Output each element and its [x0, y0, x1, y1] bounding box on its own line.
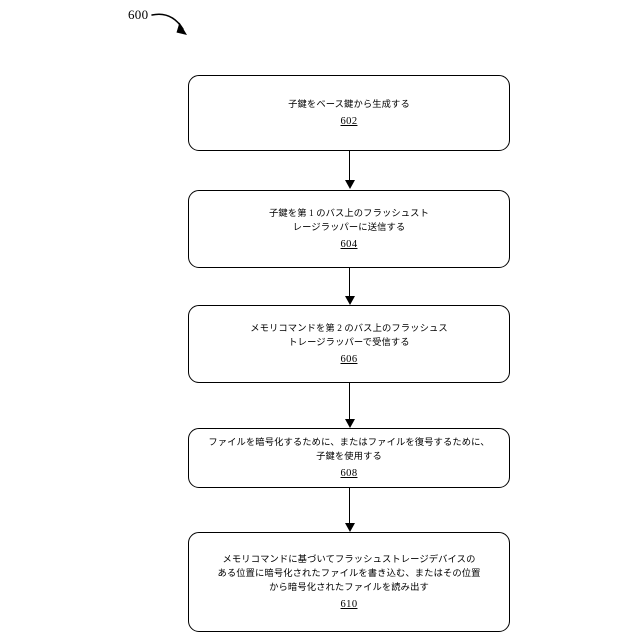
- curved-arrow-icon: [151, 13, 187, 35]
- figure-number-label: 600: [128, 7, 149, 22]
- process-box-606[interactable]: メモリコマンドを第 2 のバス上のフラッシュス トレージラッパーで受信する 60…: [188, 305, 510, 383]
- process-text-602: 子鍵をベース鍵から生成する: [288, 99, 410, 110]
- process-text-608: ファイルを暗号化するために、またはファイルを復号するために、 子鍵を使用する: [208, 437, 490, 462]
- process-box-608[interactable]: ファイルを暗号化するために、またはファイルを復号するために、 子鍵を使用する 6…: [188, 428, 510, 488]
- process-ref-604: 604: [340, 238, 358, 250]
- process-box-610[interactable]: メモリコマンドに基づいてフラッシュストレージデバイスの ある位置に暗号化されたフ…: [188, 532, 510, 632]
- connector-602-604: [344, 151, 355, 189]
- connector-606-608: [344, 383, 355, 428]
- process-box-602[interactable]: 子鍵をベース鍵から生成する 602: [188, 75, 510, 151]
- process-ref-602: 602: [340, 115, 358, 127]
- process-box-604[interactable]: 子鍵を第 1 のバス上のフラッシュスト レージラッパーに送信する 604: [188, 190, 510, 268]
- process-ref-606: 606: [340, 353, 358, 365]
- process-text-606: メモリコマンドを第 2 のバス上のフラッシュス トレージラッパーで受信する: [250, 323, 448, 348]
- connector-604-606: [344, 268, 355, 305]
- process-text-610: メモリコマンドに基づいてフラッシュストレージデバイスの ある位置に暗号化されたフ…: [217, 554, 481, 593]
- process-text-604: 子鍵を第 1 のバス上のフラッシュスト レージラッパーに送信する: [269, 208, 429, 233]
- connector-608-610: [344, 488, 355, 532]
- process-ref-608: 608: [340, 467, 358, 479]
- process-ref-610: 610: [340, 598, 358, 610]
